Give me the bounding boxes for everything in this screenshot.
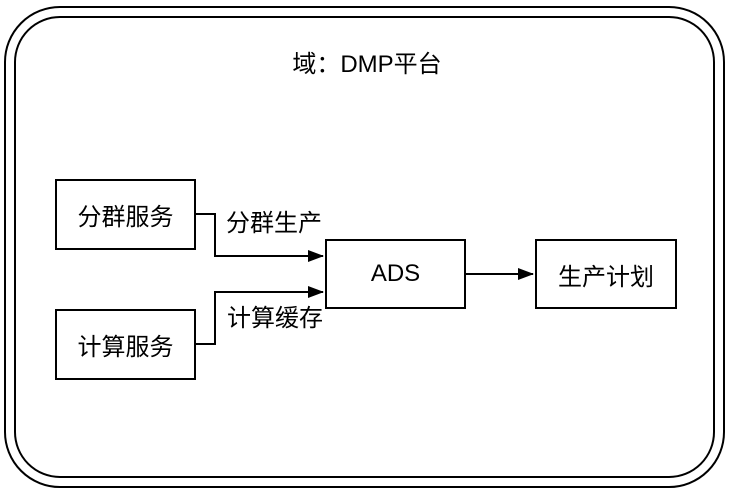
domain-boundary-inner bbox=[14, 16, 715, 478]
node-ads-label: ADS bbox=[370, 260, 421, 287]
edge-compute-cache-line bbox=[196, 286, 324, 345]
node-production-plan-label: 生产计划 bbox=[558, 263, 654, 291]
edge-label-segment-production: 分群生产 bbox=[226, 210, 322, 237]
diagram-title: 域：DMP平台 bbox=[292, 51, 442, 78]
edge-segment-production-line bbox=[196, 213, 324, 262]
node-production-plan: 生产计划 bbox=[535, 239, 677, 309]
domain-boundary-outer bbox=[4, 6, 725, 488]
node-ads: ADS bbox=[325, 239, 466, 309]
edge-label-compute-cache: 计算缓存 bbox=[227, 305, 323, 332]
node-segment-service: 分群服务 bbox=[55, 179, 196, 250]
node-compute-service: 计算服务 bbox=[55, 309, 196, 380]
node-segment-service-label: 分群服务 bbox=[77, 204, 174, 231]
node-compute-service-label: 计算服务 bbox=[77, 334, 174, 361]
